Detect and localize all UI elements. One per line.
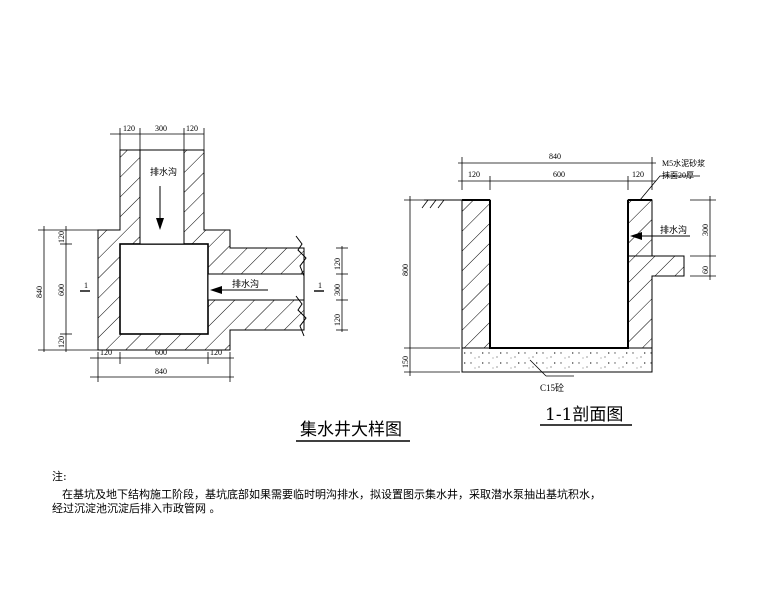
plan-bottom-dim-3: 120 (210, 348, 222, 357)
section-top-dim-1: 120 (468, 170, 480, 179)
section-view: 排水沟 840 120 600 120 M5水泥砂浆 抹面20厚 800 150 (401, 152, 716, 426)
plan-view: 排水沟 排水沟 1 1 120 300 120 120 (35, 124, 410, 442)
plan-title: 集水井大样图 (300, 420, 402, 440)
plan-ditch-right-label: 排水沟 (232, 278, 259, 289)
section-mark-left: 1 (84, 281, 88, 290)
notes-heading: 注: (52, 469, 67, 483)
section-finish-note-1: M5水泥砂浆 (662, 158, 705, 168)
plan-left-dim-2: 600 (57, 284, 66, 296)
notes-line-2: 经过沉淀池沉淀后排入市政管网 。 (52, 501, 221, 515)
plan-left-total: 840 (35, 286, 44, 298)
plan-ditch-top-label: 排水沟 (150, 166, 177, 177)
plan-right-dim-2: 300 (333, 284, 342, 296)
plan-bottom-total: 840 (155, 367, 167, 376)
section-left-dim-1: 800 (401, 264, 410, 276)
plan-top-dim-2: 300 (155, 124, 167, 133)
section-mark-right: 1 (318, 281, 322, 290)
plan-top-dim-3: 120 (186, 124, 198, 133)
notes-line-1: 在基坑及地下结构施工阶段，基坑底部如果需要临时明沟排水，拟设置图示集水井，采取潜… (62, 487, 601, 501)
plan-top-dim-1: 120 (123, 124, 135, 133)
section-top-dimension (458, 157, 656, 190)
pit-interior (119, 243, 209, 335)
section-top-dim-2: 600 (553, 170, 565, 179)
plan-left-dim-1: 120 (57, 231, 66, 243)
section-right-dimension (690, 196, 716, 280)
section-finish-note-2: 抹面20厚 (662, 170, 694, 180)
section-title: 1-1剖面图 (545, 405, 623, 425)
section-left-dimension (404, 196, 460, 376)
plan-left-dimension (38, 226, 98, 352)
notes: 注: 在基坑及地下结构施工阶段，基坑底部如果需要临时明沟排水，拟设置图示集水井，… (52, 469, 601, 515)
plan-bottom-dim-1: 120 (100, 348, 112, 357)
section-top-dim-3: 120 (632, 170, 644, 179)
section-left-dim-2: 150 (401, 356, 410, 368)
plan-right-dim-1: 120 (333, 258, 342, 270)
section-right-dim-1: 300 (701, 224, 710, 236)
plan-top-dimension (110, 128, 205, 150)
plan-bottom-dimension (90, 352, 234, 382)
section-ditch-label: 排水沟 (660, 224, 687, 235)
plan-bottom-dim-2: 600 (155, 348, 167, 357)
plan-right-dimension (336, 246, 348, 332)
section-top-total: 840 (549, 152, 561, 161)
plan-right-dim-3: 120 (333, 314, 342, 326)
section-base-label: C15砼 (540, 382, 564, 393)
plan-left-dim-3: 120 (57, 336, 66, 348)
section-right-dim-2: 60 (701, 266, 710, 274)
base-slab (461, 347, 653, 373)
